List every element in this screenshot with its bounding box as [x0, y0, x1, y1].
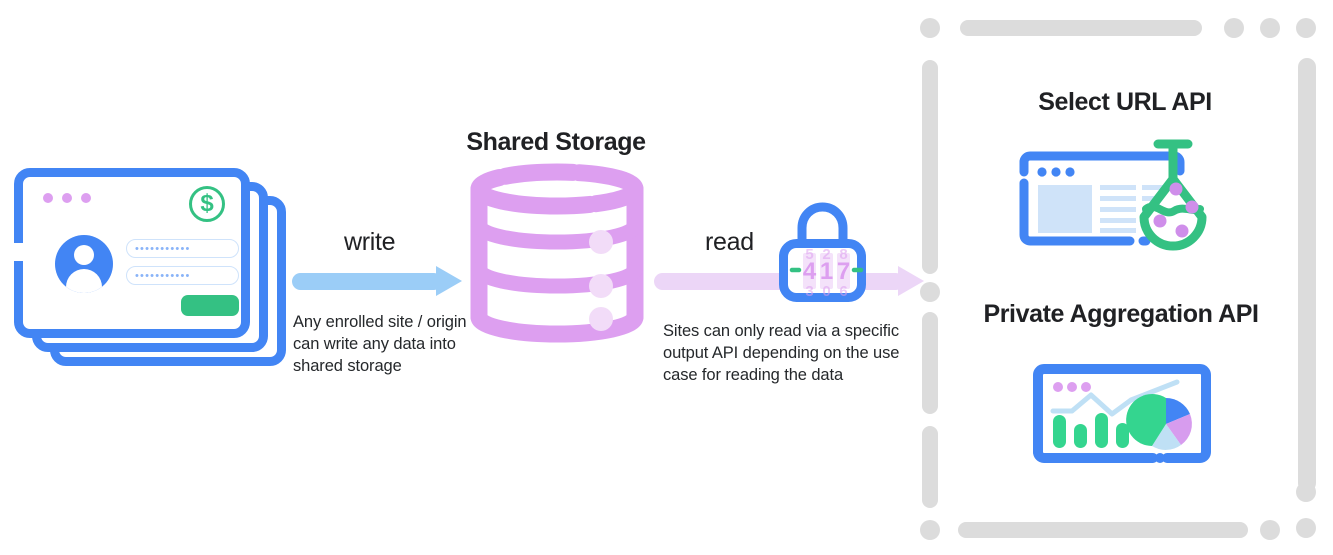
svg-text:6: 6: [839, 283, 847, 300]
panel-dash-bottom: [958, 522, 1248, 538]
svg-text:1: 1: [820, 258, 833, 285]
panel-dot-left-mid: [920, 282, 940, 302]
window-dot-1: [43, 193, 53, 203]
svg-text:2: 2: [822, 246, 830, 263]
svg-text:3: 3: [805, 283, 813, 300]
write-arrow-bar: [292, 273, 442, 290]
panel-dot-bottom-1: [1260, 520, 1280, 540]
select-url-api-title: Select URL API: [1038, 88, 1212, 116]
window-dot-3: [81, 193, 91, 203]
panel-dash-right: [1298, 58, 1316, 492]
shared-storage-title: Shared Storage: [466, 128, 646, 156]
password-field[interactable]: •••••••••••: [126, 266, 239, 285]
svg-text:7: 7: [837, 258, 850, 285]
svg-text:5: 5: [805, 246, 813, 263]
panel-dash-left-1: [922, 60, 938, 274]
panel-dot-bottom-left: [920, 520, 940, 540]
panel-dot-top-3: [1296, 18, 1316, 38]
panel-dot-right-2: [1296, 518, 1316, 538]
panel-dot-top-left: [920, 18, 940, 38]
read-caption: Sites can only read via a specific outpu…: [663, 322, 900, 384]
publisher-site-card-stack: $ ••••••••••• •••••••••••: [13, 168, 286, 366]
panel-dash-top: [960, 20, 1202, 36]
write-caption: Any enrolled site / origin can write any…: [293, 313, 467, 375]
browser-charts-icon: [1027, 358, 1217, 480]
site-card-front: $ ••••••••••• •••••••••••: [13, 168, 250, 338]
panel-dot-right-1: [1296, 482, 1316, 502]
avatar: [55, 235, 113, 293]
avatar-head: [74, 245, 94, 265]
window-dot-2: [62, 193, 72, 203]
read-arrow-label: read: [705, 228, 754, 256]
read-arrow-head: [898, 266, 924, 296]
svg-text:0: 0: [822, 283, 830, 300]
write-arrow-head: [436, 266, 462, 296]
shared-storage-database-icon: [470, 163, 644, 343]
svg-text:8: 8: [839, 246, 847, 263]
window-dots: [43, 193, 91, 203]
svg-text:4: 4: [803, 258, 817, 285]
lock-icon: 4 1 7 5 2 8 3 0 6: [775, 198, 870, 303]
write-arrow-label: write: [344, 228, 396, 256]
private-aggregation-api-title: Private Aggregation API: [983, 300, 1259, 328]
panel-dot-top-1: [1224, 18, 1244, 38]
avatar-body: [66, 269, 102, 293]
dollar-sign-icon: $: [189, 186, 225, 222]
card-edge-notch: [13, 243, 25, 261]
panel-dot-top-2: [1260, 18, 1280, 38]
panel-dash-left-3: [922, 426, 938, 508]
output-apis-panel: [920, 12, 1325, 544]
panel-dash-left-2: [922, 312, 938, 414]
browser-flask-icon: [1012, 135, 1232, 257]
username-field[interactable]: •••••••••••: [126, 239, 239, 258]
submit-button[interactable]: [181, 295, 239, 316]
